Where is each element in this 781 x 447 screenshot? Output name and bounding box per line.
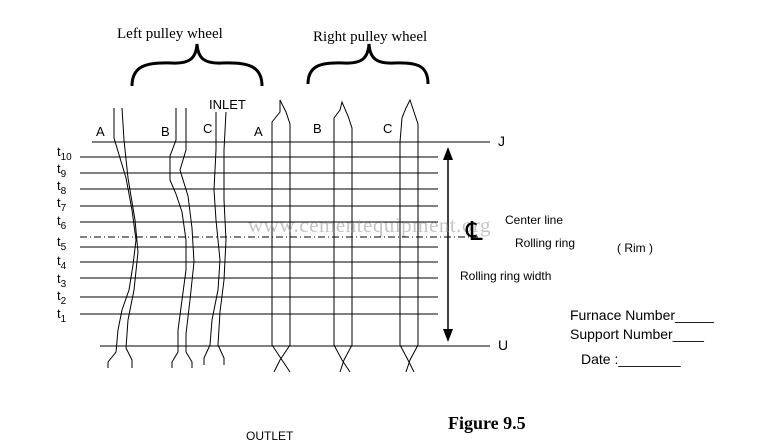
- centerline-symbol: ℄: [466, 217, 483, 246]
- time-label-t1: t1: [57, 306, 67, 325]
- ring-width-label: Rolling ring width: [460, 269, 552, 283]
- figure-caption: Figure 9.5: [448, 413, 526, 433]
- column-label: A: [96, 124, 105, 139]
- time-label-t9: t9: [57, 161, 67, 180]
- trace-left-b-inner: [179, 108, 195, 368]
- trace-left-b: [169, 108, 187, 368]
- time-label-t3: t3: [57, 271, 67, 290]
- furnace-number-field: Furnace Number_____: [570, 307, 714, 323]
- right-pulley-label: Right pulley wheel: [313, 29, 428, 45]
- column-label: C: [203, 121, 213, 136]
- left-pulley-brace: [130, 43, 264, 87]
- trace-right-c-outer: [399, 142, 415, 373]
- trace-left-a-inner: [121, 107, 139, 368]
- watermark: www.cementequipment.org: [248, 213, 492, 237]
- inlet-label: INLET: [209, 97, 246, 112]
- trace-left-c-inner: [217, 111, 227, 365]
- bottom-edge-label: U: [498, 337, 509, 353]
- trace-right-c: [399, 98, 419, 373]
- time-label-t8: t8: [57, 178, 67, 197]
- top-edge-label: J: [498, 133, 505, 149]
- rolling-ring-label: Rolling ring: [515, 236, 576, 250]
- trace-right-b: [333, 100, 353, 373]
- support-number-field: Support Number____: [570, 326, 704, 342]
- column-label: B: [313, 121, 322, 136]
- trace-right-a-outer: [271, 140, 291, 373]
- date-field: Date :________: [581, 351, 681, 367]
- time-label-t6: t6: [57, 213, 67, 232]
- outlet-label: OUTLET: [246, 429, 294, 443]
- time-label-t7: t7: [57, 195, 67, 214]
- column-label: A: [254, 124, 263, 139]
- time-label-t2: t2: [57, 288, 67, 307]
- time-label-t10: t10: [57, 144, 72, 163]
- trace-left-a: [107, 108, 137, 368]
- trace-right-a: [271, 99, 291, 373]
- rim-label: ( Rim ): [617, 241, 653, 255]
- column-label: B: [161, 124, 170, 139]
- time-label-t4: t4: [57, 253, 67, 272]
- trace-left-c: [203, 112, 221, 365]
- time-label-t5: t5: [57, 234, 67, 253]
- left-pulley-label: Left pulley wheel: [117, 26, 223, 42]
- center-line-label: Center line: [505, 213, 564, 227]
- column-label: C: [383, 121, 393, 136]
- trace-right-b-outer: [333, 142, 351, 373]
- width-arrow-top-head: [443, 147, 453, 160]
- right-pulley-brace: [306, 43, 430, 85]
- width-arrow-bottom-head: [443, 329, 453, 342]
